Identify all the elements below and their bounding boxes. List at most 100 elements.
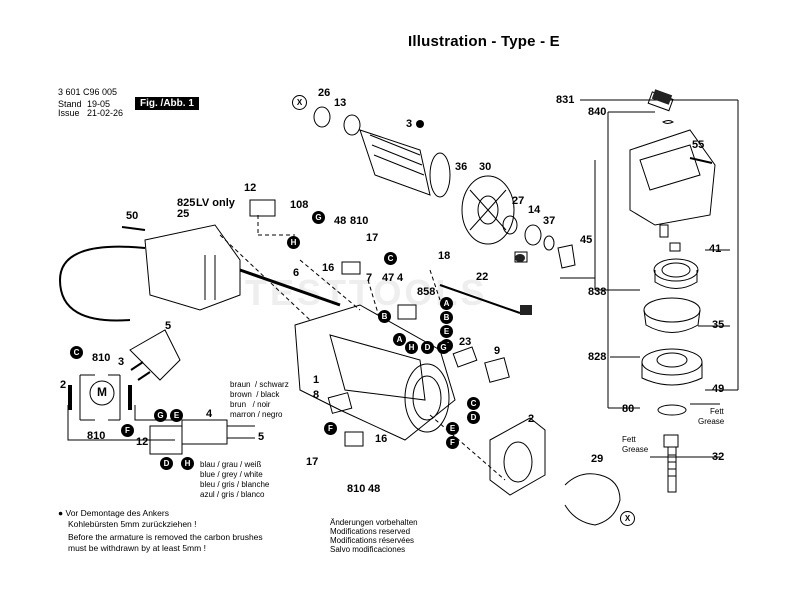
wire-color-5: blau / grau / weiß [200,460,262,469]
callout-810-top: 810 [350,215,369,227]
marker-g-mid: G [437,341,450,354]
marker-c-top: C [384,252,397,265]
callout-13: 13 [334,97,347,109]
callout-9: 9 [494,345,501,357]
schematic-marker-f: F [121,424,134,437]
schematic-810-bottom: 810 [87,430,106,442]
fett-label-2: Fett [622,435,636,444]
callout-27: 27 [512,195,525,207]
issue-label: Issue [58,108,80,118]
schematic-12: 12 [136,436,149,448]
schematic-3: 3 [118,356,125,368]
marker-a-2: A [393,333,406,346]
marker-e-right: E [446,422,459,435]
callout-80: 80 [622,403,635,415]
callout-35: 35 [712,319,725,331]
schematic-marker-h: H [181,457,194,470]
wire-color-4: marron / negro [230,410,283,419]
marker-c-right: C [467,397,480,410]
callout-1: 1 [313,374,320,386]
note-line-2: Kohlebürsten 5mm zurückziehen ! [68,519,197,529]
wire-color-7: bleu / gris / blanche [200,480,270,489]
callout-29: 29 [591,453,604,465]
schematic-marker-e: E [170,409,183,422]
callout-49: 49 [712,383,725,395]
schematic-5: 5 [258,431,265,443]
marker-f-right: F [446,436,459,449]
callout-16-bottom: 16 [375,433,388,445]
schematic-marker-g: G [154,409,167,422]
callout-4: 4 [397,272,404,284]
marker-d-right: D [467,411,480,424]
callout-2: 2 [528,413,535,425]
callout-26: 26 [318,87,331,99]
note-line-4: must be withdrawn by at least 5mm ! [68,543,206,553]
callout-55: 55 [692,139,705,151]
schematic-marker-d: D [160,457,173,470]
callout-41: 41 [709,243,722,255]
callout-838: 838 [588,286,607,298]
callout-18: 18 [438,250,451,262]
schematic-4: 4 [206,408,213,420]
callout-12: 12 [244,182,257,194]
issue-value: 21-02-26 [87,108,124,118]
callout-45: 45 [580,234,593,246]
marker-h-mid: H [405,341,418,354]
motor-symbol-label: M [97,385,107,399]
marker-b-1: B [440,311,453,324]
marker-d-mid: D [421,341,434,354]
callout-840: 840 [588,106,607,118]
callout-6: 6 [293,267,300,279]
changes-note-de: Änderungen vorbehalten [330,518,418,527]
callout-22: 22 [476,271,489,283]
fett-label-1: Fett [710,407,724,416]
callout-50: 50 [126,210,139,222]
callout-47: 47 [382,272,395,284]
marker-g-top: G [312,211,325,224]
wire-color-6: blue / grey / white [200,470,263,479]
callout-17-top: 17 [366,232,379,244]
callout-8: 8 [313,389,320,401]
callout-37: 37 [543,215,556,227]
stand-label: Stand [58,99,82,109]
figure-badge: Fig. /Abb. 1 [135,97,199,110]
note-line-1: ● Vor Demontage des Ankers [58,508,169,518]
marker-h-top: H [287,236,300,249]
callout-810-bottom: 810 [347,483,366,495]
callout-30: 30 [479,161,492,173]
schematic-2: 2 [60,379,67,391]
stand-value: 19-05 [87,99,111,109]
marker-x-top: X [292,95,307,110]
marker-b-2: B [378,310,391,323]
part-number: 3 601 C96 005 [58,87,118,97]
callout-3: 3 [406,118,413,130]
callout-16-top: 16 [322,262,335,274]
grease-label-2: Grease [622,445,649,454]
lv-only-label: LV only [196,197,235,209]
armature-note-dot [416,120,424,128]
wire-color-8: azul / gris / blanco [200,490,265,499]
callout-108: 108 [290,199,309,211]
callout-831: 831 [556,94,575,106]
callout-23: 23 [459,336,472,348]
note-line-3: Before the armature is removed the carbo… [68,532,263,542]
grease-label-1: Grease [698,417,725,426]
marker-f-bottom: F [324,422,337,435]
changes-note-en: Modifications reserved [330,527,411,536]
wire-color-3: brun / noir [230,400,271,409]
callout-14: 14 [528,204,541,216]
changes-note-es: Salvo modificaciones [330,545,406,554]
marker-x-bottom: X [620,511,635,526]
changes-note-fr: Modifications réservées [330,536,415,545]
callout-25: 25 [177,208,190,220]
marker-e-1: E [440,325,453,338]
callout-5: 5 [165,320,172,332]
callout-828: 828 [588,351,607,363]
callout-36: 36 [455,161,468,173]
diagram-title: Illustration - Type - E [408,33,560,50]
callout-7: 7 [366,272,373,284]
callout-825: 825 [177,197,196,209]
callout-48-top: 48 [334,215,347,227]
wire-color-1: braun / schwarz [230,380,289,389]
